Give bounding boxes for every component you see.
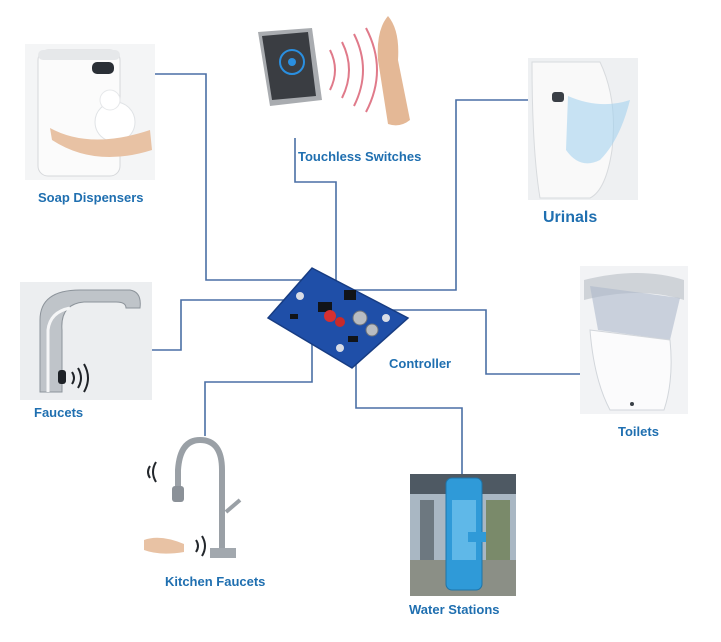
water-station-image (410, 474, 516, 596)
connector-toilets (390, 309, 596, 375)
connector-urinals (352, 99, 560, 291)
label-kitchen-faucets: Kitchen Faucets (165, 574, 266, 589)
soap-dispenser-image (25, 44, 155, 180)
label-touchless-switches: Touchless Switches (298, 149, 422, 164)
label-soap-dispensers: Soap Dispensers (38, 190, 144, 205)
label-water-stations: Water Stations (409, 602, 500, 617)
controller-board-image (266, 267, 410, 369)
label-faucets: Faucets (34, 405, 84, 420)
connector-water (355, 338, 463, 478)
touchless-switch-image (248, 10, 418, 138)
label-urinals: Urinals (543, 209, 598, 226)
kitchen-faucet-image (140, 436, 258, 564)
label-controller: Controller (389, 356, 452, 371)
urinal-image (528, 58, 638, 200)
connector-kitchen (204, 335, 313, 446)
faucet-image (20, 282, 152, 400)
label-toilets: Toilets (618, 424, 659, 439)
toilet-image (580, 266, 688, 414)
